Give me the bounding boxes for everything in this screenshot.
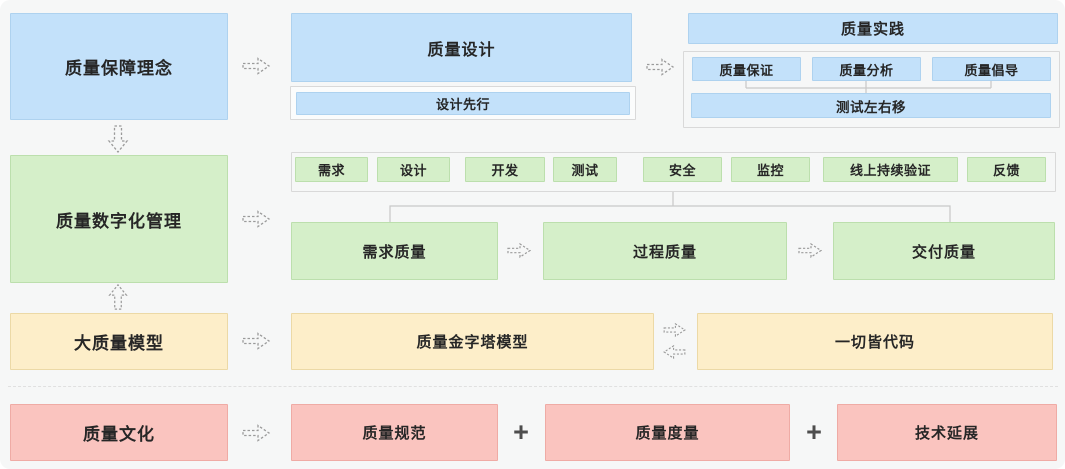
- node-big-quality-model: 大质量模型: [10, 313, 228, 370]
- node-quality-practice: 质量实践: [688, 13, 1058, 44]
- node-label: 质量度量: [635, 425, 700, 442]
- node-quality-advocacy: 质量倡导: [932, 57, 1051, 81]
- node-design-first: 设计先行: [296, 92, 630, 115]
- node-quality-pyramid-model: 质量金字塔模型: [291, 313, 654, 370]
- arrow-up-icon: [106, 283, 130, 311]
- node-label: 质量规范: [362, 425, 427, 442]
- stage-development: 开发: [465, 157, 545, 182]
- stage-label: 监控: [756, 163, 784, 178]
- stage-testing: 测试: [553, 157, 617, 182]
- node-quality-culture: 质量文化: [10, 404, 228, 461]
- node-quality-design: 质量设计: [291, 13, 632, 82]
- node-quality-analysis: 质量分析: [812, 57, 921, 81]
- arrow-right-icon: [662, 322, 687, 338]
- node-label: 质量数字化管理: [56, 211, 182, 231]
- arrow-right-icon: [241, 331, 271, 351]
- plus-sign: +: [799, 414, 829, 450]
- node-label: 大质量模型: [74, 334, 164, 353]
- stage-monitoring: 监控: [731, 157, 810, 182]
- node-label: 质量保证: [719, 62, 774, 78]
- stage-label: 开发: [491, 163, 519, 178]
- arrow-right-icon: [645, 57, 675, 77]
- node-label: 交付质量: [911, 243, 976, 261]
- node-label: 一切皆代码: [834, 334, 915, 351]
- node-label: 需求质量: [362, 243, 427, 261]
- plus-label: +: [513, 416, 529, 447]
- quality-practice-container: [683, 51, 1060, 128]
- node-label: 测试左右移: [836, 99, 906, 115]
- stage-label: 反馈: [992, 163, 1020, 178]
- node-label: 质量保障理念: [65, 59, 173, 78]
- stage-label: 线上持续验证: [849, 163, 931, 178]
- stage-requirements: 需求: [295, 157, 368, 182]
- node-delivery-quality: 交付质量: [833, 222, 1055, 280]
- arrow-right-icon: [241, 209, 271, 229]
- plus-sign: +: [506, 414, 536, 450]
- stage-online-continuous-verification: 线上持续验证: [823, 157, 958, 182]
- node-label: 质量文化: [83, 425, 155, 444]
- node-quality-standards: 质量规范: [291, 404, 498, 461]
- stage-label: 设计: [399, 163, 427, 178]
- stage-label: 安全: [668, 163, 696, 178]
- node-process-quality: 过程质量: [543, 222, 787, 280]
- node-quality-metrics: 质量度量: [545, 404, 790, 461]
- node-everything-as-code: 一切皆代码: [697, 313, 1053, 370]
- plus-label: +: [806, 416, 822, 447]
- node-label: 过程质量: [632, 243, 697, 261]
- section-divider: [8, 386, 1058, 387]
- node-label: 技术延展: [914, 425, 979, 442]
- node-label: 设计先行: [435, 97, 490, 112]
- stage-label: 需求: [317, 163, 345, 178]
- node-technology-extension: 技术延展: [837, 404, 1057, 461]
- arrow-left-icon: [662, 344, 687, 360]
- arrow-right-icon: [241, 423, 271, 443]
- arrow-right-icon: [797, 242, 823, 259]
- node-label: 质量设计: [427, 41, 496, 59]
- node-label: 质量倡导: [964, 62, 1019, 78]
- stage-feedback: 反馈: [967, 157, 1046, 182]
- node-quality-assurance-philosophy: 质量保障理念: [10, 13, 228, 120]
- stage-design: 设计: [377, 157, 450, 182]
- node-quality-assurance: 质量保证: [692, 57, 801, 81]
- node-label: 质量分析: [839, 62, 894, 78]
- node-label: 质量实践: [840, 21, 905, 38]
- stage-security: 安全: [643, 157, 722, 182]
- node-label: 质量金字塔模型: [416, 334, 529, 351]
- arrow-right-icon: [506, 242, 532, 259]
- arrow-down-icon: [106, 124, 130, 154]
- stage-label: 测试: [571, 163, 599, 178]
- arrow-right-icon: [241, 56, 271, 76]
- node-quality-digital-management: 质量数字化管理: [10, 155, 228, 283]
- pipeline-container: [291, 152, 1056, 192]
- node-requirement-quality: 需求质量: [291, 222, 498, 280]
- node-test-shift-left-right: 测试左右移: [691, 93, 1051, 118]
